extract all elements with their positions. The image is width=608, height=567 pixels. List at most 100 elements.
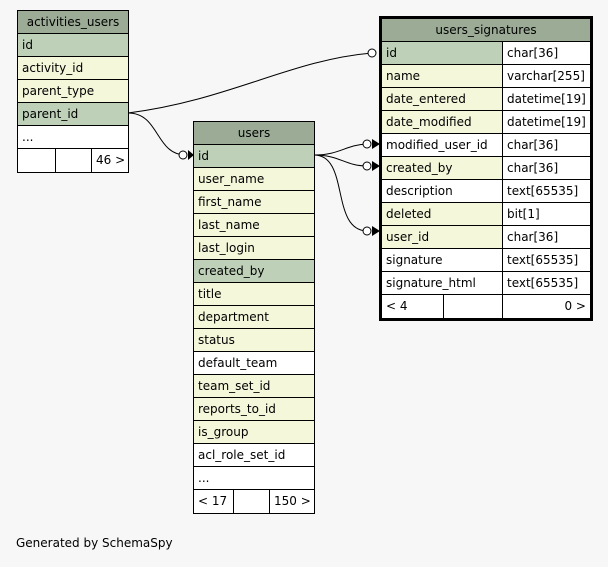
column-name: id bbox=[198, 149, 209, 163]
column-row[interactable]: id char[36] bbox=[382, 42, 590, 65]
edge-end-circle bbox=[362, 139, 372, 149]
footer-right: 150 > bbox=[269, 490, 314, 513]
column-row[interactable]: status bbox=[194, 329, 314, 352]
column-name: id bbox=[386, 46, 397, 60]
table-footer: < 17 150 > bbox=[194, 490, 314, 513]
column-row[interactable]: ... bbox=[18, 126, 128, 149]
column-name: signature bbox=[386, 253, 443, 267]
column-name: created_by bbox=[386, 161, 453, 175]
edge-users-id-to-user-id bbox=[313, 154, 368, 232]
table-activities-users[interactable]: activities_users id activity_id parent_t… bbox=[17, 10, 129, 173]
table-users[interactable]: users id user_name first_name last_name … bbox=[193, 121, 315, 514]
column-name: ... bbox=[22, 130, 34, 144]
column-name: user_id bbox=[386, 230, 430, 244]
edge-end-circle bbox=[367, 48, 377, 58]
footer-right: 0 > bbox=[502, 295, 590, 318]
column-name: last_name bbox=[198, 218, 260, 232]
column-row[interactable]: id bbox=[18, 34, 128, 57]
column-row[interactable]: signature_html text[65535] bbox=[382, 272, 590, 295]
column-row[interactable]: activity_id bbox=[18, 57, 128, 80]
table-title[interactable]: activities_users bbox=[18, 11, 128, 34]
column-type: datetime[19] bbox=[502, 111, 590, 133]
column-name: activity_id bbox=[22, 61, 84, 75]
edge-end-circle bbox=[362, 161, 372, 171]
column-name: department bbox=[198, 310, 269, 324]
column-row[interactable]: parent_id bbox=[18, 103, 128, 126]
column-name: acl_role_set_id bbox=[198, 448, 286, 462]
column-type: char[36] bbox=[502, 42, 590, 64]
table-title[interactable]: users_signatures bbox=[382, 19, 590, 42]
footer-mid bbox=[55, 149, 91, 172]
column-row[interactable]: date_entered datetime[19] bbox=[382, 88, 590, 111]
column-type: char[36] bbox=[502, 134, 590, 156]
column-type: text[65535] bbox=[502, 249, 590, 271]
column-name: reports_to_id bbox=[198, 402, 276, 416]
column-name: name bbox=[386, 69, 421, 83]
footer-left: < 17 bbox=[198, 494, 228, 508]
column-row[interactable]: name varchar[255] bbox=[382, 65, 590, 88]
column-row[interactable]: modified_user_id char[36] bbox=[382, 134, 590, 157]
edge-users-id-to-modified-user-id bbox=[313, 143, 368, 156]
table-footer: 46 > bbox=[18, 149, 128, 172]
column-row[interactable]: date_modified datetime[19] bbox=[382, 111, 590, 134]
column-name: deleted bbox=[386, 207, 432, 221]
column-row[interactable]: team_set_id bbox=[194, 375, 314, 398]
column-name: created_by bbox=[198, 264, 265, 278]
column-row[interactable]: description text[65535] bbox=[382, 180, 590, 203]
footer-right: 46 > bbox=[91, 149, 128, 172]
edge-end-circle bbox=[178, 150, 188, 160]
column-type: char[36] bbox=[502, 226, 590, 248]
generated-by-footer: Generated by SchemaSpy bbox=[16, 536, 173, 550]
column-name: signature_html bbox=[386, 276, 476, 290]
edge-users-id-to-created-by bbox=[313, 154, 368, 167]
column-row[interactable]: created_by char[36] bbox=[382, 157, 590, 180]
column-row[interactable]: first_name bbox=[194, 191, 314, 214]
column-name: parent_type bbox=[22, 84, 95, 98]
column-row[interactable]: id bbox=[194, 145, 314, 168]
column-name: description bbox=[386, 184, 453, 198]
column-row[interactable]: title bbox=[194, 283, 314, 306]
column-name: status bbox=[198, 333, 235, 347]
footer-mid bbox=[233, 490, 269, 513]
column-name: user_name bbox=[198, 172, 265, 186]
column-name: date_entered bbox=[386, 92, 466, 106]
edge-activities-parent-to-signatures-id bbox=[127, 52, 373, 114]
column-name: first_name bbox=[198, 195, 262, 209]
column-type: text[65535] bbox=[502, 272, 590, 294]
column-name: is_group bbox=[198, 425, 249, 439]
column-name: default_team bbox=[198, 356, 278, 370]
table-title[interactable]: users bbox=[194, 122, 314, 145]
column-row[interactable]: last_name bbox=[194, 214, 314, 237]
column-row[interactable]: parent_type bbox=[18, 80, 128, 103]
column-row[interactable]: ... bbox=[194, 467, 314, 490]
column-row[interactable]: last_login bbox=[194, 237, 314, 260]
column-row[interactable]: is_group bbox=[194, 421, 314, 444]
column-row[interactable]: created_by bbox=[194, 260, 314, 283]
footer-left: < 4 bbox=[386, 299, 408, 313]
column-row[interactable]: default_team bbox=[194, 352, 314, 375]
footer-left bbox=[18, 149, 55, 172]
edge-end-circle bbox=[362, 226, 372, 236]
column-row[interactable]: user_id char[36] bbox=[382, 226, 590, 249]
column-row[interactable]: department bbox=[194, 306, 314, 329]
column-name: date_modified bbox=[386, 115, 472, 129]
column-name: title bbox=[198, 287, 222, 301]
table-users-signatures[interactable]: users_signatures id char[36] name varcha… bbox=[379, 16, 593, 321]
column-type: varchar[255] bbox=[502, 65, 590, 87]
column-type: char[36] bbox=[502, 157, 590, 179]
column-type: bit[1] bbox=[502, 203, 590, 225]
column-row[interactable]: signature text[65535] bbox=[382, 249, 590, 272]
column-row[interactable]: user_name bbox=[194, 168, 314, 191]
column-row[interactable]: reports_to_id bbox=[194, 398, 314, 421]
column-name: parent_id bbox=[22, 107, 79, 121]
table-footer: < 4 0 > bbox=[382, 295, 590, 318]
column-name: team_set_id bbox=[198, 379, 271, 393]
column-name: id bbox=[22, 38, 33, 52]
column-row[interactable]: deleted bit[1] bbox=[382, 203, 590, 226]
column-type: text[65535] bbox=[502, 180, 590, 202]
column-name: modified_user_id bbox=[386, 138, 488, 152]
column-name: last_login bbox=[198, 241, 255, 255]
column-name: ... bbox=[198, 471, 210, 485]
column-row[interactable]: acl_role_set_id bbox=[194, 444, 314, 467]
footer-mid bbox=[443, 295, 502, 318]
